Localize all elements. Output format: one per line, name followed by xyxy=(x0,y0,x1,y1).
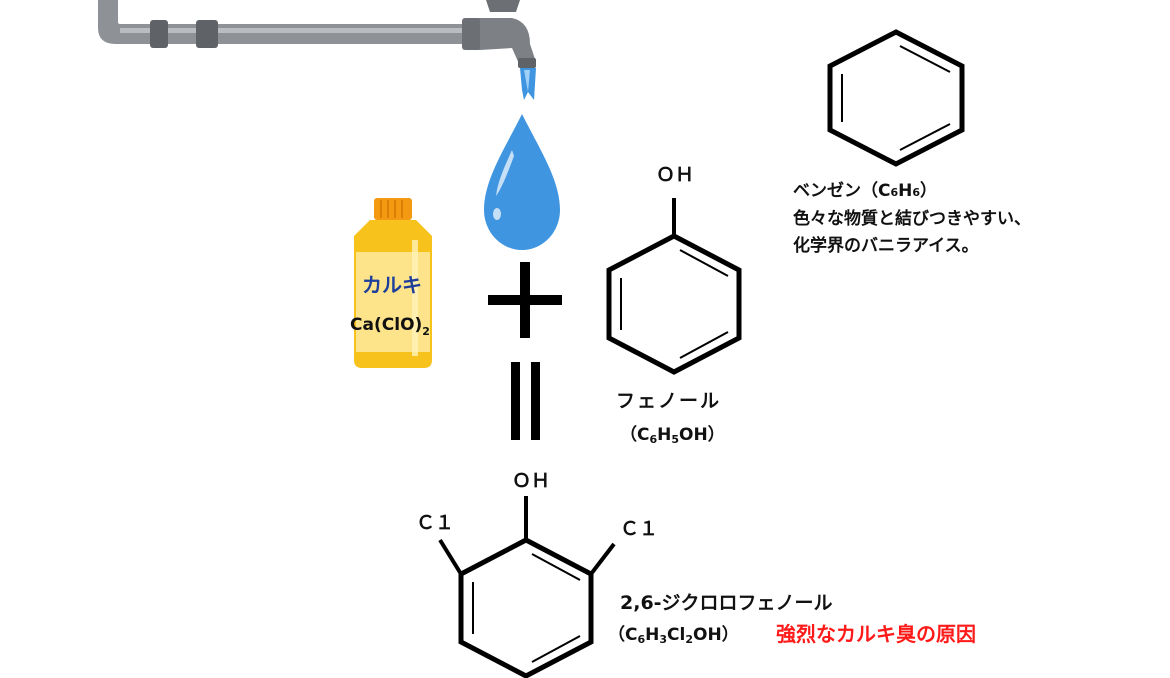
dcp-cl-left-label: Ｃ１ xyxy=(416,512,455,534)
dcp-formula-cl-sub: 2 xyxy=(685,633,693,646)
chlorine-bottle-icon: カルキ Ca(ClO)2 xyxy=(350,198,432,368)
dcp-cl-right-bond xyxy=(589,542,616,576)
water-stream-light xyxy=(524,70,530,92)
phenol-double-2 xyxy=(679,331,729,359)
phenol-formula-close: ） xyxy=(707,425,725,445)
phenol-formula-rest: OH xyxy=(679,425,708,445)
dcp-formula-close: ） xyxy=(721,625,739,645)
water-drop-icon xyxy=(484,114,560,250)
benzene-label: ベンゼン（C6H6） xyxy=(793,176,937,201)
water-drop-shine xyxy=(496,150,514,196)
equals-bar-right xyxy=(531,362,540,440)
water-drop-shine-dot xyxy=(493,208,501,220)
dcp-cl-right-label: Ｃ１ xyxy=(620,518,659,540)
bottle-shine xyxy=(412,240,418,356)
benzene-double-1 xyxy=(899,45,951,73)
phenol-formula-h-sub: 5 xyxy=(671,433,680,446)
dcp-name: 2,6-ジクロロフェノール xyxy=(620,592,833,614)
bottle-cap xyxy=(374,198,412,220)
bottle-cap-ridges xyxy=(380,200,403,218)
phenol-ring xyxy=(606,233,742,375)
benzene-desc-line2: 化学界のバニラアイス。 xyxy=(793,236,979,256)
benzene-structure xyxy=(827,29,965,167)
bottle-formula: Ca(ClO)2 xyxy=(350,315,430,338)
faucet-body xyxy=(480,18,536,66)
phenol-double-1 xyxy=(679,249,729,277)
benzene-ring xyxy=(827,29,965,167)
benzene-double-2 xyxy=(899,123,951,151)
dichlorophenol-structure xyxy=(438,496,616,678)
pipe-joint-1 xyxy=(150,20,168,48)
faucet-spout xyxy=(518,58,536,68)
benzene-formula-h-sub: 6 xyxy=(912,186,921,199)
benzene-name: ベンゼン（ xyxy=(793,181,878,201)
dcp-formula-h-sub: 3 xyxy=(659,633,668,646)
phenol-formula: （C6H5OH） xyxy=(620,420,725,446)
phenol-structure xyxy=(606,198,742,375)
plus-sign xyxy=(488,262,562,338)
phenol-formula-h: H xyxy=(657,425,672,445)
pipe-joint-3 xyxy=(462,18,482,50)
dcp-formula-rest: OH xyxy=(693,625,722,645)
dcp-formula-open: （ xyxy=(608,625,625,645)
benzene-formula-h: H xyxy=(898,181,913,201)
dcp-formula-c-sub: 6 xyxy=(637,633,646,646)
faucet-handle xyxy=(486,0,520,12)
plus-vertical xyxy=(520,262,530,338)
benzene-formula-close: ） xyxy=(920,181,938,201)
phenol-name: フェノール xyxy=(616,390,722,412)
equals-bar-left xyxy=(511,362,520,440)
faucet-icon xyxy=(98,0,536,68)
phenol-formula-c-sub: 6 xyxy=(649,433,658,446)
phenol-oh-label: ＯＨ xyxy=(656,164,695,186)
water-drop-shape xyxy=(484,114,560,250)
bottle-label-area xyxy=(356,252,430,352)
bottle-name: カルキ xyxy=(362,273,422,297)
phenol-formula-open: （ xyxy=(620,425,637,445)
dcp-formula-c: C xyxy=(625,625,638,645)
bottle-formula-main: Ca(ClO) xyxy=(350,315,422,335)
dcp-ring xyxy=(458,537,594,678)
dcp-oh-label: ＯＨ xyxy=(512,470,551,492)
dcp-double-1 xyxy=(531,553,581,581)
dcp-cl-left-bond xyxy=(438,538,463,576)
benzene-formula-c-sub: 6 xyxy=(890,186,899,199)
dcp-formula: （C6H3Cl2OH） xyxy=(608,620,739,646)
pipe-highlight xyxy=(120,28,480,33)
benzene-desc-line1: 色々な物質と結びつきやすい、 xyxy=(793,209,1031,229)
equals-sign xyxy=(511,362,540,440)
dcp-odor-note: 強烈なカルキ臭の原因 xyxy=(776,622,976,646)
dcp-formula-h: H xyxy=(645,625,660,645)
benzene-formula-c: C xyxy=(878,181,891,201)
dcp-formula-cl: Cl xyxy=(667,625,686,645)
bottle-formula-sub: 2 xyxy=(422,325,430,338)
dcp-double-2 xyxy=(531,635,581,663)
phenol-formula-c: C xyxy=(637,425,650,445)
pipe-joint-2 xyxy=(196,20,218,48)
